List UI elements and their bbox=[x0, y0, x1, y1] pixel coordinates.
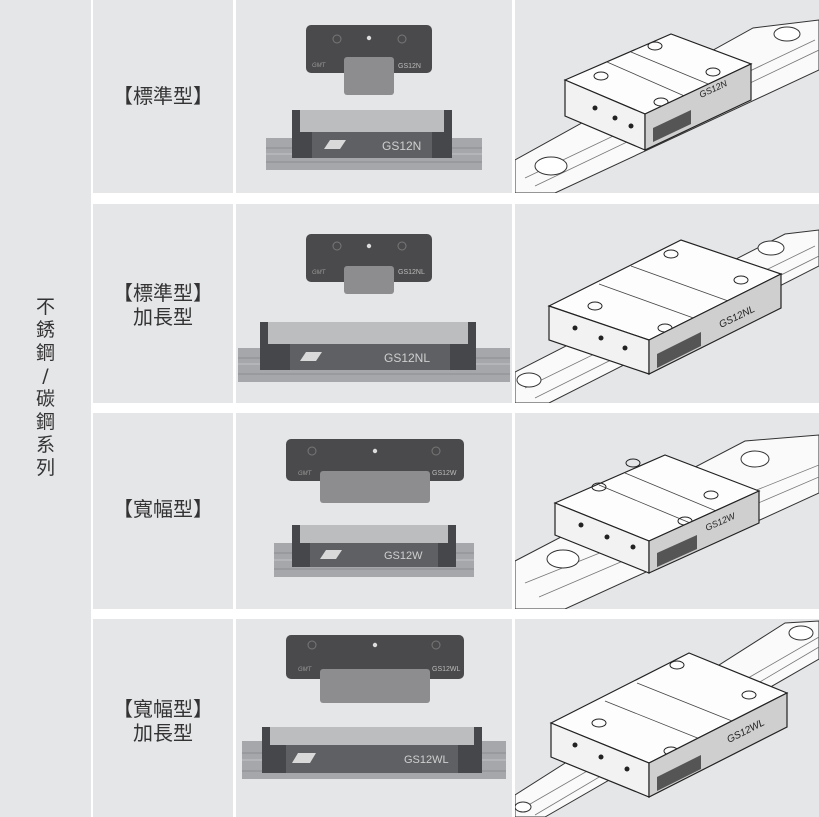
series-title-char: 系 bbox=[35, 434, 55, 456]
front-view-drawing: GS12NL GMT GS12NL bbox=[238, 234, 510, 382]
model-mark: GS12NL bbox=[398, 269, 425, 276]
iso-view-cell: GS12NL bbox=[515, 204, 819, 403]
front-view-drawing: GS12N GMT GS12N bbox=[266, 25, 482, 170]
brand-mark: GMT bbox=[298, 471, 313, 477]
type-label: 【寬幅型】 bbox=[93, 497, 233, 521]
front-view-drawing: GS12W GMT GS12W bbox=[274, 439, 474, 577]
model-mark: GS12NL bbox=[384, 351, 430, 365]
type-label: 【寬幅型】 加長型 bbox=[93, 697, 233, 745]
model-mark: GS12W bbox=[384, 550, 423, 562]
model-mark: GS12WL bbox=[432, 666, 461, 673]
type-label-cell: 【標準型】 加長型 bbox=[93, 204, 233, 403]
type-label-line: 加長型 bbox=[133, 721, 193, 745]
iso-view-drawing: GS12W bbox=[515, 434, 819, 609]
series-title-char: 鋼 bbox=[35, 342, 55, 364]
iso-view-drawing: GS12N bbox=[515, 19, 819, 193]
series-title-char: 銹 bbox=[35, 319, 55, 341]
series-title-char: 不 bbox=[35, 296, 55, 318]
series-title-char: / bbox=[42, 365, 49, 387]
iso-view-cell: GS12N bbox=[515, 0, 819, 193]
brand-mark: GMT bbox=[312, 63, 327, 69]
type-label-line: 【標準型】 bbox=[113, 84, 213, 108]
type-label-line: 加長型 bbox=[133, 305, 193, 329]
series-title-cell: 不 銹 鋼 / 碳 鋼 系 列 bbox=[0, 0, 91, 817]
type-label: 【標準型】 bbox=[93, 84, 233, 108]
iso-view-cell: GS12W bbox=[515, 413, 819, 609]
brand-mark: GMT bbox=[312, 270, 327, 276]
iso-view-drawing: GS12WL bbox=[515, 620, 819, 817]
series-title-char: 碳 bbox=[35, 388, 55, 410]
type-label-cell: 【標準型】 bbox=[93, 0, 233, 193]
type-label-cell: 【寬幅型】 加長型 bbox=[93, 619, 233, 817]
front-view-cell: GS12W GMT GS12W bbox=[236, 413, 512, 609]
model-mark: GS12N bbox=[382, 139, 421, 153]
model-mark: GS12WL bbox=[404, 754, 449, 766]
series-title: 不 銹 鋼 / 碳 鋼 系 列 bbox=[0, 296, 91, 480]
type-label-line: 【寬幅型】 bbox=[113, 697, 213, 721]
series-title-char: 列 bbox=[35, 457, 55, 479]
front-view-cell: GS12N GMT GS12N bbox=[236, 0, 512, 193]
brand-mark: GMT bbox=[298, 667, 313, 673]
type-label-line: 【寬幅型】 bbox=[113, 497, 213, 521]
model-mark: GS12N bbox=[398, 63, 421, 70]
front-view-cell: GS12NL GMT GS12NL bbox=[236, 204, 512, 403]
type-label-line: 【標準型】 bbox=[113, 281, 213, 305]
front-view-cell: GS12WL GMT GS12WL bbox=[236, 619, 512, 817]
front-view-drawing: GS12WL GMT GS12WL bbox=[242, 635, 506, 779]
iso-view-cell: GS12WL bbox=[515, 619, 819, 817]
iso-view-drawing: GS12NL bbox=[515, 229, 819, 403]
model-mark: GS12W bbox=[432, 470, 457, 477]
type-label: 【標準型】 加長型 bbox=[93, 281, 233, 329]
type-label-cell: 【寬幅型】 bbox=[93, 413, 233, 609]
series-title-char: 鋼 bbox=[35, 411, 55, 433]
